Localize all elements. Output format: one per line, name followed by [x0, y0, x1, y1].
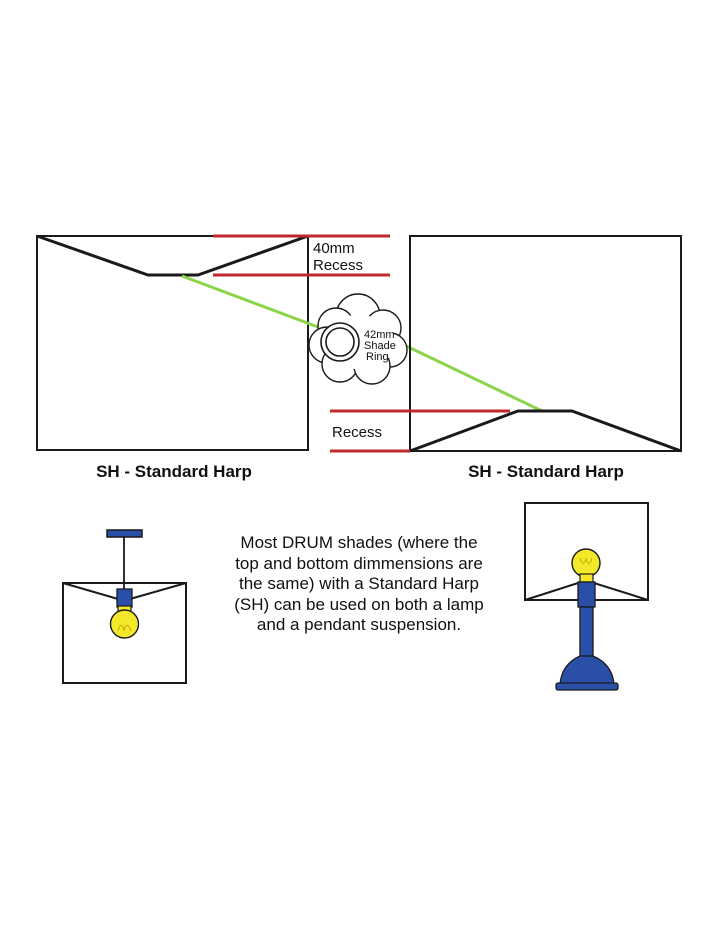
right-harp-line [409, 409, 682, 453]
light-bulb-icon [571, 548, 601, 583]
ring-size-label: 42mm [364, 329, 395, 341]
left-shade-diagram: 40mm Recess SH - Standard Harp [36, 234, 390, 481]
left-diagram-caption: SH - Standard Harp [96, 462, 252, 481]
right-diagram-caption: SH - Standard Harp [468, 462, 624, 481]
left-recess-label-word: Recess [313, 257, 363, 274]
left-shade-outline [36, 235, 309, 451]
ring-label-shade: Shade [364, 340, 396, 352]
right-shade-outline [409, 235, 682, 452]
shade-ring-icon [320, 322, 360, 362]
left-harp-line [36, 234, 309, 277]
ring-label-ring: Ring [366, 351, 389, 363]
drum-shade-note: Most DRUM shades (where the top and bott… [234, 533, 484, 634]
shade-ring-callout: 42mm Shade Ring [308, 293, 408, 385]
right-recess-label: Recess [332, 424, 382, 441]
connector-line-right [401, 342, 543, 413]
left-recess-label-value: 40mm [313, 240, 355, 257]
right-shade-diagram: Recess SH - Standard Harp [330, 235, 682, 481]
pendant-light-icon [62, 529, 187, 684]
connector-line-left [181, 274, 319, 329]
table-lamp-icon [524, 502, 649, 691]
light-bulb-icon [109, 605, 140, 639]
